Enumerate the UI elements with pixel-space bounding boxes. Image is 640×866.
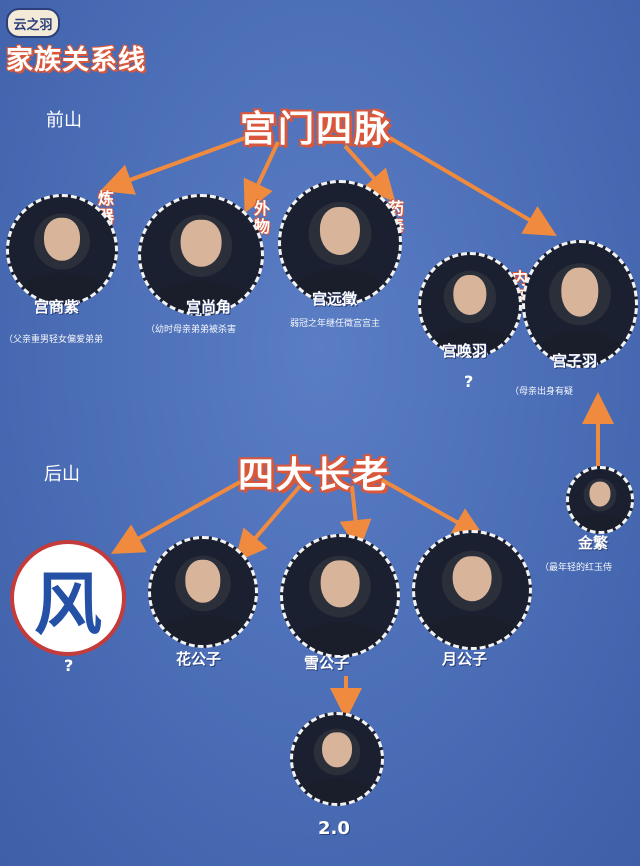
arrow-to-shangzi [100, 136, 246, 195]
name-gong-yuanzhi: 宫远徵 [312, 290, 358, 308]
portrait-xue-gongzi [280, 534, 400, 658]
arrow-to-wind [111, 480, 241, 554]
portrait-gong-shangzi [6, 194, 118, 306]
portrait-gong-shangjue [138, 194, 264, 316]
name-gong-ziyu: 宫子羽 [552, 352, 598, 370]
portrait-jinfan [566, 466, 634, 534]
note-gong-shangjue: （幼时母亲弟弟被杀害 [146, 325, 237, 335]
note-gong-ziyu: （母亲出身有疑 [510, 387, 574, 397]
portrait-hua-gongzi [148, 536, 258, 648]
page-title: 家族关系线 [6, 45, 146, 76]
arrow-to-yuanzhi [343, 144, 396, 202]
note-gong-yuanzhi: 弱冠之年继任徵宫宫主 [290, 319, 381, 329]
question-mark-wind: ? [64, 656, 74, 675]
arrow-to-yue [381, 478, 485, 538]
wind-circle: 风 [10, 540, 126, 656]
arrow-to-shangjue [243, 141, 280, 214]
arrow-to-hua [234, 484, 302, 563]
section-title-elders: 四大长老 [238, 455, 391, 496]
arrow-to-xue [339, 485, 372, 552]
note-gong-shangzi: （父亲重男轻女偏爱弟弟 [4, 335, 104, 345]
portrait-gong-yuanzhi [278, 180, 402, 306]
name-gong-huanyu: 宫唤羽 [442, 342, 488, 360]
section-title-gongmen: 宫门四脉 [240, 109, 393, 150]
name-gong-shangzi: 宫商紫 [34, 298, 80, 316]
note-jinfan: （最年轻的红玉侍 [540, 563, 613, 573]
name-jinfan: 金繁 [578, 534, 609, 552]
arrow-to-ziyu [388, 136, 557, 237]
portrait-yue-gongzi [412, 530, 532, 650]
name-xue-gongzi-2: 2.0 [318, 818, 350, 839]
question-mark-huanyu: ? [464, 372, 474, 391]
region-label-back: 后山 [44, 464, 80, 485]
wind-character: 风 [33, 564, 102, 645]
portrait-gong-huanyu [418, 252, 522, 358]
region-label-front: 前山 [46, 110, 82, 131]
portrait-gong-ziyu [522, 240, 638, 368]
name-yue-gongzi: 月公子 [442, 650, 488, 668]
name-gong-shangjue: 宫尚角 [186, 298, 232, 316]
name-hua-gongzi: 花公子 [176, 650, 222, 668]
portrait-xue-gongzi-2 [290, 712, 384, 806]
logo-badge: 云之羽 [6, 8, 60, 38]
name-xue-gongzi: 雪公子 [304, 654, 350, 672]
